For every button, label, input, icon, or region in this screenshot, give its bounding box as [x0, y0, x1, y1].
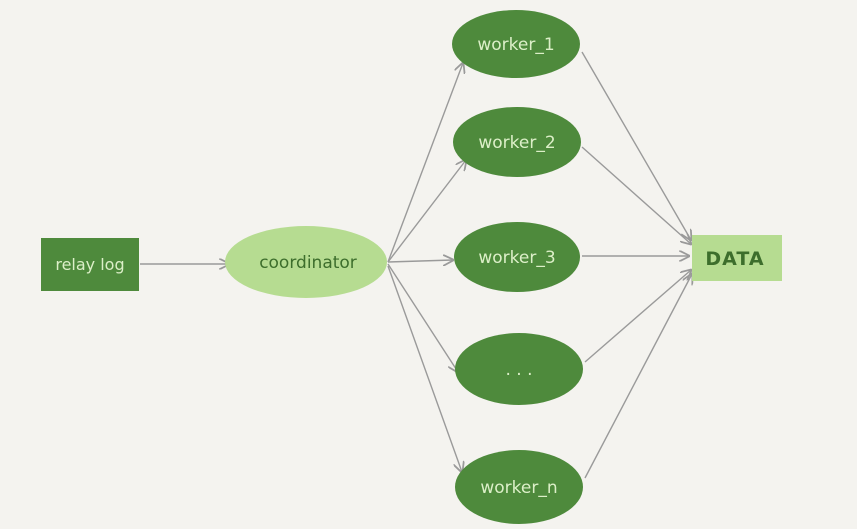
node-worker-dots-label: . . . — [505, 360, 532, 380]
edge-coordinator-to-worker-dots — [387, 263, 458, 372]
node-worker-3: worker_3 — [454, 222, 580, 292]
node-worker-3-label: worker_3 — [478, 248, 555, 268]
node-worker-1: worker_1 — [452, 10, 580, 78]
edge-worker-1-to-data — [581, 51, 691, 240]
node-data-label: DATA — [705, 248, 764, 270]
node-data: DATA — [692, 235, 782, 281]
node-worker-dots: . . . — [455, 333, 583, 405]
edge-coordinator-to-worker-2 — [387, 160, 466, 263]
node-worker-n: worker_n — [455, 450, 583, 524]
edge-worker-n-to-data — [584, 274, 692, 479]
node-worker-1-label: worker_1 — [477, 35, 554, 55]
node-worker-n-label: worker_n — [480, 478, 557, 498]
edge-coordinator-to-worker-3 — [387, 260, 453, 262]
node-coordinator-label: coordinator — [259, 253, 357, 273]
edge-worker-2-to-data — [581, 146, 691, 244]
node-coordinator: coordinator — [225, 226, 387, 298]
node-relay-log: relay log — [41, 238, 139, 291]
edge-worker-dots-to-data — [584, 270, 691, 363]
edge-coordinator-to-worker-n — [387, 265, 462, 472]
edges — [140, 51, 692, 479]
edge-coordinator-to-worker-1 — [387, 63, 463, 263]
node-relay-log-label: relay log — [55, 255, 124, 274]
node-worker-2: worker_2 — [453, 107, 581, 177]
node-worker-2-label: worker_2 — [478, 133, 555, 153]
